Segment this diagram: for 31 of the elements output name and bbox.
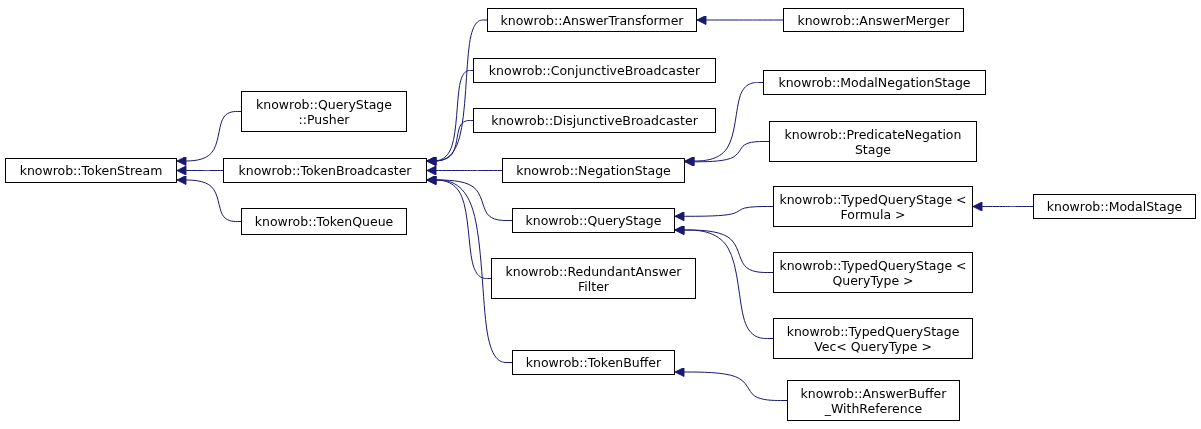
class-box: knowrob::DisjunctiveBroadcaster bbox=[473, 108, 716, 133]
inheritance-arrow bbox=[176, 165, 224, 176]
inheritance-arrow bbox=[696, 15, 784, 25]
class-box: knowrob::TokenQueue bbox=[241, 208, 407, 235]
inheritance-arrow bbox=[176, 175, 242, 222]
inheritance-arrow bbox=[674, 367, 788, 401]
class-box: knowrob::ModalNegationStage bbox=[763, 70, 986, 95]
class-box: knowrob::TokenBuffer bbox=[512, 350, 675, 375]
class-box: knowrob::AnswerTransformer bbox=[487, 8, 697, 32]
class-box: knowrob::PredicateNegation Stage bbox=[769, 121, 977, 162]
inheritance-arrow bbox=[426, 175, 513, 363]
class-box: knowrob::TypedQueryStage < Formula > bbox=[773, 186, 973, 227]
inheritance-arrow bbox=[426, 120, 474, 166]
inheritance-arrow bbox=[674, 206, 774, 222]
class-box: knowrob::TypedQueryStage < QueryType > bbox=[773, 252, 973, 293]
inheritance-arrow bbox=[176, 111, 242, 166]
class-box: knowrob::AnswerMerger bbox=[783, 8, 964, 32]
inheritance-arrow bbox=[684, 141, 770, 167]
class-box: knowrob::ConjunctiveBroadcaster bbox=[473, 58, 716, 83]
class-box: knowrob::TypedQueryStage Vec< QueryType > bbox=[773, 318, 973, 359]
class-box: knowrob::TokenBroadcaster bbox=[223, 158, 427, 183]
class-box: knowrob::QueryStage ::Pusher bbox=[241, 91, 407, 132]
inheritance-arrow bbox=[426, 165, 503, 176]
class-box: knowrob::AnswerBuffer _WithReference bbox=[787, 380, 960, 421]
class-box: knowrob::TokenStream bbox=[5, 158, 177, 183]
inheritance-arrow bbox=[674, 225, 774, 339]
class-box: knowrob::QueryStage bbox=[512, 208, 675, 233]
inheritance-arrow bbox=[972, 201, 1034, 212]
class-box: knowrob::RedundantAnswer Filter bbox=[491, 258, 696, 299]
class-box: knowrob::ModalStage bbox=[1033, 194, 1196, 219]
class-box: knowrob::NegationStage bbox=[502, 158, 685, 183]
